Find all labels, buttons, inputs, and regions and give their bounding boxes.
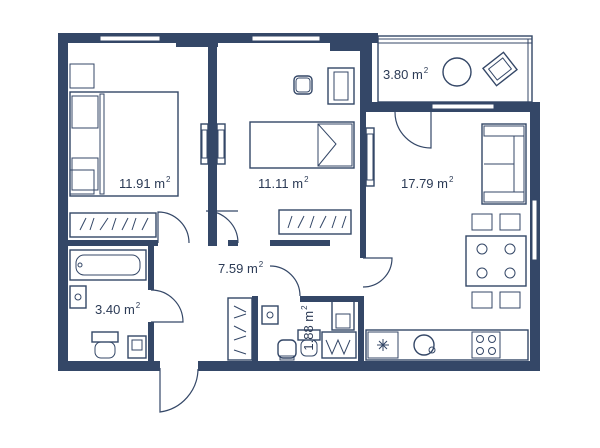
room-area-bedroom-2: 11.11 m2: [258, 175, 309, 191]
bathtub-icon: [69, 249, 147, 281]
desk-icon: [327, 67, 355, 105]
bed-icon: [69, 91, 179, 197]
wardrobe-icon: [227, 297, 253, 361]
toilet-icon: [277, 339, 297, 361]
armchair-icon: [482, 51, 518, 87]
outer-walls: [58, 33, 540, 371]
wardrobe-icon: [278, 209, 352, 235]
round-table-icon: [442, 57, 472, 87]
wardrobe-icon: [365, 127, 375, 187]
area-unit: m: [437, 176, 449, 191]
room-area-living-kitchen: 17.79 m2: [401, 175, 453, 191]
area-unit: m: [246, 261, 258, 276]
area-unit: m: [301, 310, 316, 322]
room-area-bathroom: 3.40 m2: [95, 301, 140, 317]
wardrobe-icon: [216, 123, 226, 165]
wardrobe-icon: [69, 212, 157, 238]
area-unit-exponent: 2: [304, 175, 309, 184]
washing-machine-icon: [127, 335, 147, 359]
chair-icon: [293, 75, 313, 95]
wardrobe-icon: [200, 123, 209, 165]
room-area-hallway: 7.59 m2: [218, 260, 263, 276]
sink-icon: [413, 334, 436, 356]
dining-table-icon: [465, 213, 527, 309]
toilet-icon: [297, 329, 321, 357]
area-value: 3.40: [95, 302, 121, 317]
fridge-icon: [367, 331, 399, 359]
sink-icon: [261, 305, 279, 325]
water-heater-icon: [321, 331, 357, 359]
area-unit: m: [123, 302, 135, 317]
fixture-box: [331, 299, 355, 331]
toilet-icon: [91, 331, 119, 359]
area-value: 7.59: [218, 261, 244, 276]
area-value: 17.79: [401, 176, 434, 191]
kitchen-counter: [365, 329, 529, 361]
area-value: 1.88: [301, 325, 316, 351]
area-unit-exponent: 2: [258, 260, 264, 269]
doors: [150, 111, 432, 413]
room-area-balcony: 3.80 m2: [383, 66, 428, 82]
area-unit-exponent: 2: [449, 175, 454, 184]
sofa-icon: [481, 123, 527, 205]
windows: [99, 35, 538, 261]
interior-walls: [68, 43, 366, 371]
area-unit: m: [292, 176, 304, 191]
nightstand-icon: [69, 63, 95, 195]
area-unit-exponent: 2: [135, 301, 141, 310]
area-unit-exponent: 2: [166, 175, 171, 184]
room-area-toilet: 1.88 m2: [300, 299, 318, 357]
area-unit-exponent: 2: [300, 305, 309, 310]
balcony: [377, 35, 533, 103]
area-unit: m: [411, 67, 423, 82]
room-area-bedroom-1: 11.91 m2: [119, 175, 171, 191]
bed-icon: [249, 121, 355, 169]
area-value: 11.91: [119, 176, 151, 191]
area-unit: m: [154, 176, 166, 191]
area-unit-exponent: 2: [423, 66, 429, 75]
area-value: 11.11: [258, 176, 289, 191]
area-value: 3.80: [383, 67, 409, 82]
sink-icon: [69, 285, 87, 309]
stove-icon: [471, 331, 501, 359]
